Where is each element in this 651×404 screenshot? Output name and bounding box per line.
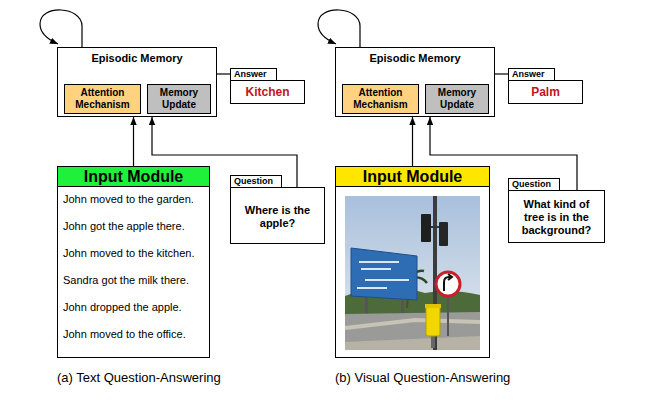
bin-stand [431,336,435,348]
connector [412,117,413,166]
input-sentence: John moved to the kitchen. [63,246,209,260]
yellow-bin [426,306,440,336]
memory-update-box: Memory Update [147,84,211,114]
traffic-light [439,222,448,246]
input-header: Input Module [58,167,209,187]
tab-box: Answer [230,68,277,81]
module-label: Attention Mechanism [67,87,138,111]
traffic-light [421,214,431,242]
street-photo [345,196,480,350]
question-body: Where is the apple? [230,187,325,244]
connector [495,73,508,74]
input-sentence: Sandra got the milk there. [63,273,209,287]
input-sentence: John moved to the office. [63,327,209,341]
tab-label: Answer [234,69,267,79]
loop-arrow [40,10,82,47]
episodic-memory-box: Episodic MemoryAttention Mechanism Memory… [335,47,495,117]
answer-box: Kitchen Answer [230,68,305,104]
connector [133,117,134,166]
question-text: Where is the apple? [239,204,316,230]
answer-text: Kitchen [245,85,289,99]
memory-update-box: Memory Update [425,84,489,114]
tab-box: Answer [508,68,555,81]
tab-box: Question [508,178,560,191]
memory-title: Episodic Memory [58,52,216,65]
subfigure-caption: (a) Text Question-Answering [57,370,221,385]
pavement [345,336,480,350]
tab-label: Question [234,176,273,186]
input-module: Input ModuleJohn moved to the garden. Joh… [57,166,210,358]
road [345,312,480,350]
connector [217,73,230,74]
input-sentence: John dropped the apple. [63,300,209,314]
tab-box: Question [230,175,282,188]
loop-arrow [318,10,360,47]
module-label: Attention Mechanism [345,87,416,111]
billboard-marks [357,262,409,288]
answer-body: Kitchen [230,80,305,104]
memory-title: Episodic Memory [336,52,494,65]
input-header: Input Module [336,167,489,187]
question-text: What kind of tree is in the background? [517,198,596,237]
attention-box: Attention Mechanism [342,84,419,114]
attention-box: Attention Mechanism [64,84,141,114]
answer-body: Palm [508,80,583,104]
answer-text: Palm [531,85,560,99]
question-box: What kind of tree is in the background? Q… [508,178,605,243]
module-label: Memory Update [150,87,208,111]
input-sentence: John moved to the garden. [63,192,209,206]
question-body: What kind of tree is in the background? [508,190,605,243]
tab-label: Question [512,179,551,189]
question-box: Where is the apple? Question [230,175,325,244]
answer-box: Palm Answer [508,68,583,104]
billboard [351,248,417,300]
tab-label: Answer [512,69,545,79]
billboard-leg [365,296,368,316]
input-module: Input Module [335,166,490,358]
subfigure-caption: (b) Visual Question-Answering [335,370,510,385]
module-label: Memory Update [428,87,486,111]
road-sign [436,272,460,296]
sign-post [447,296,449,336]
input-sentence: John got the apple there. [63,219,209,233]
episodic-memory-box: Episodic MemoryAttention Mechanism Memory… [57,47,217,117]
bin-lid [425,304,441,308]
photo-sky [345,196,480,350]
curb [345,320,480,328]
sign-arrow [444,274,452,291]
